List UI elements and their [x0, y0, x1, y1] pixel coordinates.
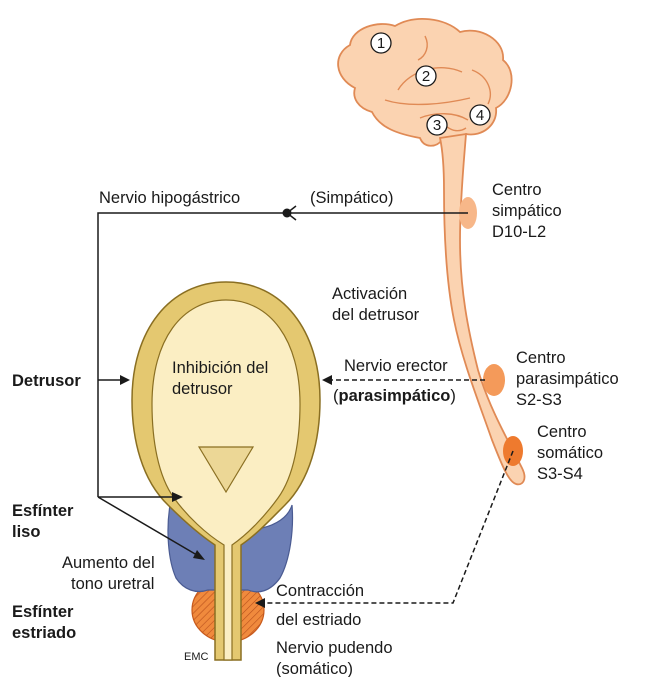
detrusor-activation-label-2: del detrusor — [332, 306, 420, 324]
smooth-sphincter-label-1: Esfínter — [12, 502, 74, 520]
urethral-tone-label-1: Aumento del — [62, 554, 155, 572]
striated-sphincter-label-2: estriado — [12, 624, 76, 642]
brain-region-3: 3 — [427, 115, 447, 135]
svg-text:2: 2 — [422, 68, 430, 85]
emc-signature: EMC — [184, 651, 209, 663]
brain-region-1: 1 — [371, 33, 391, 53]
parasympathetic-center-marker — [483, 364, 505, 396]
sympathetic-label: (Simpático) — [310, 189, 393, 207]
sympathetic-center-label-3: D10-L2 — [492, 223, 546, 241]
striated-contraction-label-2: del estriado — [276, 611, 361, 629]
svg-text:3: 3 — [433, 117, 441, 134]
somatic-center-label-1: Centro — [537, 423, 587, 441]
parasympathetic-center-label-2: parasimpático — [516, 370, 619, 388]
detrusor-inhibition-label-2: detrusor — [172, 380, 233, 398]
detrusor-label: Detrusor — [12, 372, 81, 390]
svg-text:1: 1 — [377, 35, 385, 52]
somatic-center-label-3: S3-S4 — [537, 465, 583, 483]
sympathetic-center-label-2: simpático — [492, 202, 562, 220]
arrow-to-bladder-wall — [322, 375, 332, 385]
svg-text:4: 4 — [476, 107, 484, 124]
detrusor-activation-label-1: Activación — [332, 285, 407, 303]
detrusor-inhibition-label-1: Inhibición del — [172, 359, 268, 377]
brain-region-4: 4 — [470, 105, 490, 125]
pudendal-nerve-label-1: Nervio pudendo — [276, 639, 393, 657]
brain-region-2: 2 — [416, 66, 436, 86]
arrow-to-detrusor — [120, 375, 130, 385]
striated-sphincter-label-1: Esfínter — [12, 603, 74, 621]
sympathetic-center-label-1: Centro — [492, 181, 542, 199]
parasympathetic-center-label-1: Centro — [516, 349, 566, 367]
hypogastric-nerve-label: Nervio hipogástrico — [99, 189, 240, 207]
smooth-sphincter-label-2: liso — [12, 523, 40, 541]
parasympathetic-label: (parasimpático) — [333, 387, 456, 405]
somatic-center-label-2: somático — [537, 444, 603, 462]
erector-nerve-label: Nervio erector — [344, 357, 448, 375]
parasympathetic-center-label-3: S2-S3 — [516, 391, 562, 409]
striated-contraction-label-1: Contracción — [276, 582, 364, 600]
hypogastric-synapse-dot — [283, 209, 292, 218]
pudendal-nerve-label-2: (somático) — [276, 660, 353, 677]
urethral-tone-label-2: tono uretral — [71, 575, 154, 593]
